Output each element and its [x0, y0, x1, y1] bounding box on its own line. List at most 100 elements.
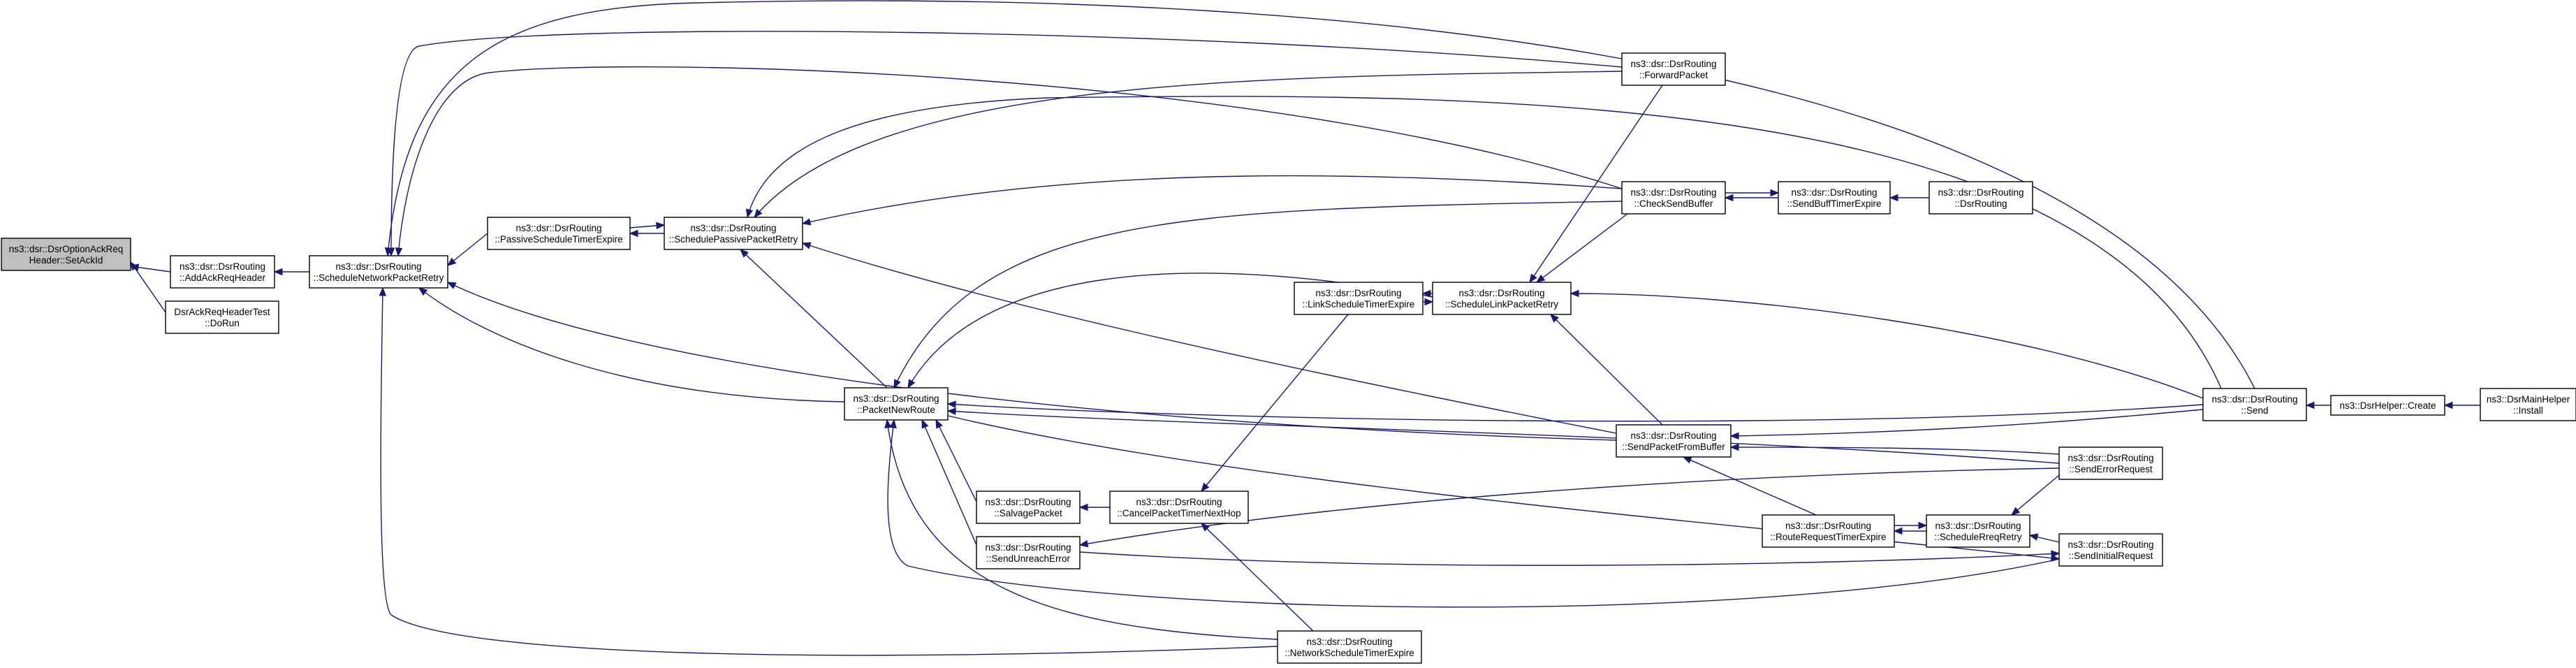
edge-arrowhead — [629, 229, 638, 238]
edge-sendbufftimerexpire-to-checksendbuffer — [1724, 194, 1778, 202]
node-box — [1109, 491, 1249, 524]
node-label-line: ns3::dsr::DsrOptionAckReq — [9, 244, 124, 254]
node-dsrmainhelperinstall[interactable]: ns3::DsrMainHelper::Install — [2480, 388, 2576, 421]
edge-line — [1570, 293, 2204, 399]
node-networkscheduletimerexpire[interactable]: ns3::dsr::DsrRouting::NetworkScheduleTim… — [1277, 630, 1422, 664]
node-dsrrouting[interactable]: ns3::dsr::DsrRouting::DsrRouting — [1929, 181, 2033, 215]
node-dsrackreqheadertest[interactable]: DsrAckReqHeaderTest::DoRun — [165, 300, 279, 334]
edge-line — [947, 410, 2060, 464]
node-label-line: ::DoRun — [205, 318, 240, 328]
edge-dsrhelpercreate-to-send — [2305, 401, 2331, 409]
node-label-line: ::ScheduleLinkPacketRetry — [1445, 299, 1558, 310]
node-label-line: ::NetworkScheduleTimerExpire — [1285, 648, 1414, 658]
edge-dsrmainhelperinstall-to-dsrhelpercreate — [2443, 401, 2480, 409]
edge-arrowhead — [395, 247, 403, 257]
node-packetnewroute[interactable]: ns3::dsr::DsrRouting::PacketNewRoute — [844, 387, 949, 421]
node-label-line: ::ForwardPacket — [1639, 70, 1708, 80]
node-sendpacketfrombuffer[interactable]: ns3::dsr::DsrRouting::SendPacketFromBuff… — [1616, 424, 1732, 458]
node-schedulelinkpacketretry[interactable]: ns3::dsr::DsrRouting::ScheduleLinkPacket… — [1432, 282, 1572, 315]
node-box — [1929, 181, 2033, 215]
edge-line — [935, 419, 977, 502]
node-addackreqheader[interactable]: ns3::dsr::DsrRouting::AddAckReqHeader — [170, 255, 275, 289]
node-label-line: ::SendErrorRequest — [2069, 464, 2153, 474]
node-dsrhelpercreate[interactable]: ns3::DsrHelper::Create — [2330, 395, 2445, 416]
edge-arrowhead — [754, 208, 763, 219]
node-label-line: ::PassiveScheduleTimerExpire — [495, 234, 622, 245]
node-cancelpackettimernexthop[interactable]: ns3::dsr::DsrRouting::CancelPacketTimerN… — [1109, 491, 1249, 524]
node-sendinitialrequest[interactable]: ns3::dsr::DsrRouting::SendInitialRequest — [2058, 533, 2163, 567]
node-linkscheduletimerexpire[interactable]: ns3::dsr::DsrRouting::LinkScheduleTimerE… — [1294, 282, 1424, 315]
edge-line — [740, 249, 888, 389]
node-label-line: ns3::dsr::DsrRouting — [2068, 453, 2153, 463]
edge-line — [380, 287, 1278, 656]
edge-packetnewroute-to-schedulepassivepacketretry — [740, 249, 888, 389]
node-label-line: ns3::dsr::DsrRouting — [985, 497, 1071, 507]
edge-arrowhead — [1893, 527, 1903, 535]
node-label-line: ns3::dsr::DsrRouting — [1306, 637, 1392, 647]
node-box — [1, 238, 131, 271]
edge-arrowhead — [1201, 523, 1210, 532]
node-checksendbuffer[interactable]: ns3::dsr::DsrRouting::CheckSendBuffer — [1621, 181, 1726, 215]
node-label-line: ::Send — [2241, 405, 2268, 416]
node-label-line: ns3::dsr::DsrRouting — [2211, 394, 2297, 405]
node-box — [1621, 181, 1726, 215]
node-label-line: ns3::dsr::DsrRouting — [1630, 187, 1716, 198]
edge-line — [886, 419, 1278, 640]
edge-arrowhead — [379, 286, 387, 296]
edge-arrowhead — [384, 247, 393, 257]
node-routerequesttimerexpire[interactable]: ns3::dsr::DsrRouting::RouteRequestTimerE… — [1762, 514, 1895, 548]
edge-arrowhead — [2010, 507, 2021, 516]
edge-networkscheduletimerexpire-to-schedulenetworkpacketretry — [379, 286, 1278, 656]
edge-senderrorrequest-to-schedulereqretry — [2010, 474, 2060, 516]
node-passivescheduletimerexpire[interactable]: ns3::dsr::DsrRouting::PassiveScheduleTim… — [487, 217, 631, 250]
node-sendunreacherror[interactable]: ns3::dsr::DsrRouting::SendUnreachError — [976, 536, 1081, 569]
edge-arrowhead — [1724, 194, 1734, 202]
edge-arrowhead — [1535, 274, 1546, 283]
node-label-line: ::CheckSendBuffer — [1634, 198, 1713, 209]
edge-arrowhead — [884, 419, 892, 429]
node-setackid: ns3::dsr::DsrOptionAckReqHeader::SetAckI… — [1, 238, 131, 271]
node-schedulereqretry[interactable]: ns3::dsr::DsrRouting::ScheduleRreqRetry — [1926, 514, 2030, 548]
node-label-line: ::SchedulePassivePacketRetry — [669, 234, 798, 245]
node-box — [1926, 514, 2030, 548]
edge-sendinitialrequest-to-packetnewroute — [887, 419, 2060, 608]
edge-line — [397, 66, 1623, 256]
nodes-layer: ns3::dsr::DsrOptionAckReqHeader::SetAckI… — [1, 52, 2576, 664]
node-sendbufftimerexpire[interactable]: ns3::dsr::DsrRouting::SendBuffTimerExpir… — [1778, 181, 1891, 215]
edge-arrowhead — [1529, 273, 1537, 284]
edge-line — [893, 201, 1623, 389]
node-forwardpacket[interactable]: ns3::dsr::DsrRouting::ForwardPacket — [1621, 52, 1726, 86]
edge-send-to-schedulepassivepacketretry — [745, 96, 2222, 389]
edge-line — [1536, 213, 1628, 283]
edge-routerequesttimerexpire-to-sendpacketfrombuffer — [1682, 456, 1817, 516]
edge-line — [802, 175, 1623, 224]
edge-line — [1683, 456, 1817, 516]
edge-arrowhead — [1201, 482, 1210, 493]
edge-line — [2011, 474, 2060, 516]
node-label-line: Header::SetAckId — [29, 255, 103, 266]
edge-arrowhead — [418, 287, 428, 296]
node-salvagepacket[interactable]: ns3::dsr::DsrRouting::SalvagePacket — [976, 491, 1081, 524]
node-label-line: ns3::dsr::DsrRouting — [1630, 430, 1716, 441]
node-label-line: ns3::DsrMainHelper — [2487, 394, 2570, 405]
edge-line — [390, 31, 1623, 256]
node-label-line: ns3::dsr::DsrRouting — [1458, 288, 1544, 298]
node-label-line: ns3::dsr::DsrRouting — [853, 393, 939, 404]
edge-arrowhead — [907, 379, 916, 389]
edge-arrowhead — [889, 419, 897, 429]
node-label-line: ns3::dsr::DsrRouting — [335, 261, 421, 272]
node-senderrorrequest[interactable]: ns3::dsr::DsrRouting::SendErrorRequest — [2058, 446, 2163, 480]
edge-arrowhead — [1918, 521, 1928, 530]
node-label-line: ns3::dsr::DsrRouting — [1136, 497, 1222, 507]
node-box — [2058, 446, 2163, 480]
edge-arrowhead — [446, 257, 457, 266]
node-schedulepassivepacketretry[interactable]: ns3::dsr::DsrRouting::SchedulePassivePac… — [664, 217, 803, 250]
edge-send-to-schedulenetworkpacketretry — [384, 0, 2255, 389]
edge-senderrorrequest-to-packetnewroute — [946, 407, 2060, 464]
edge-arrowhead — [130, 261, 138, 271]
edge-senderrorrequest-to-sendpacketfrombuffer — [1729, 443, 2060, 455]
node-schedulenetworkpacketretry[interactable]: ns3::dsr::DsrRouting::ScheduleNetworkPac… — [309, 255, 448, 289]
node-send[interactable]: ns3::dsr::DsrRouting::Send — [2202, 388, 2307, 421]
edge-arrowhead — [946, 407, 956, 415]
edge-arrowhead — [2050, 554, 2061, 562]
